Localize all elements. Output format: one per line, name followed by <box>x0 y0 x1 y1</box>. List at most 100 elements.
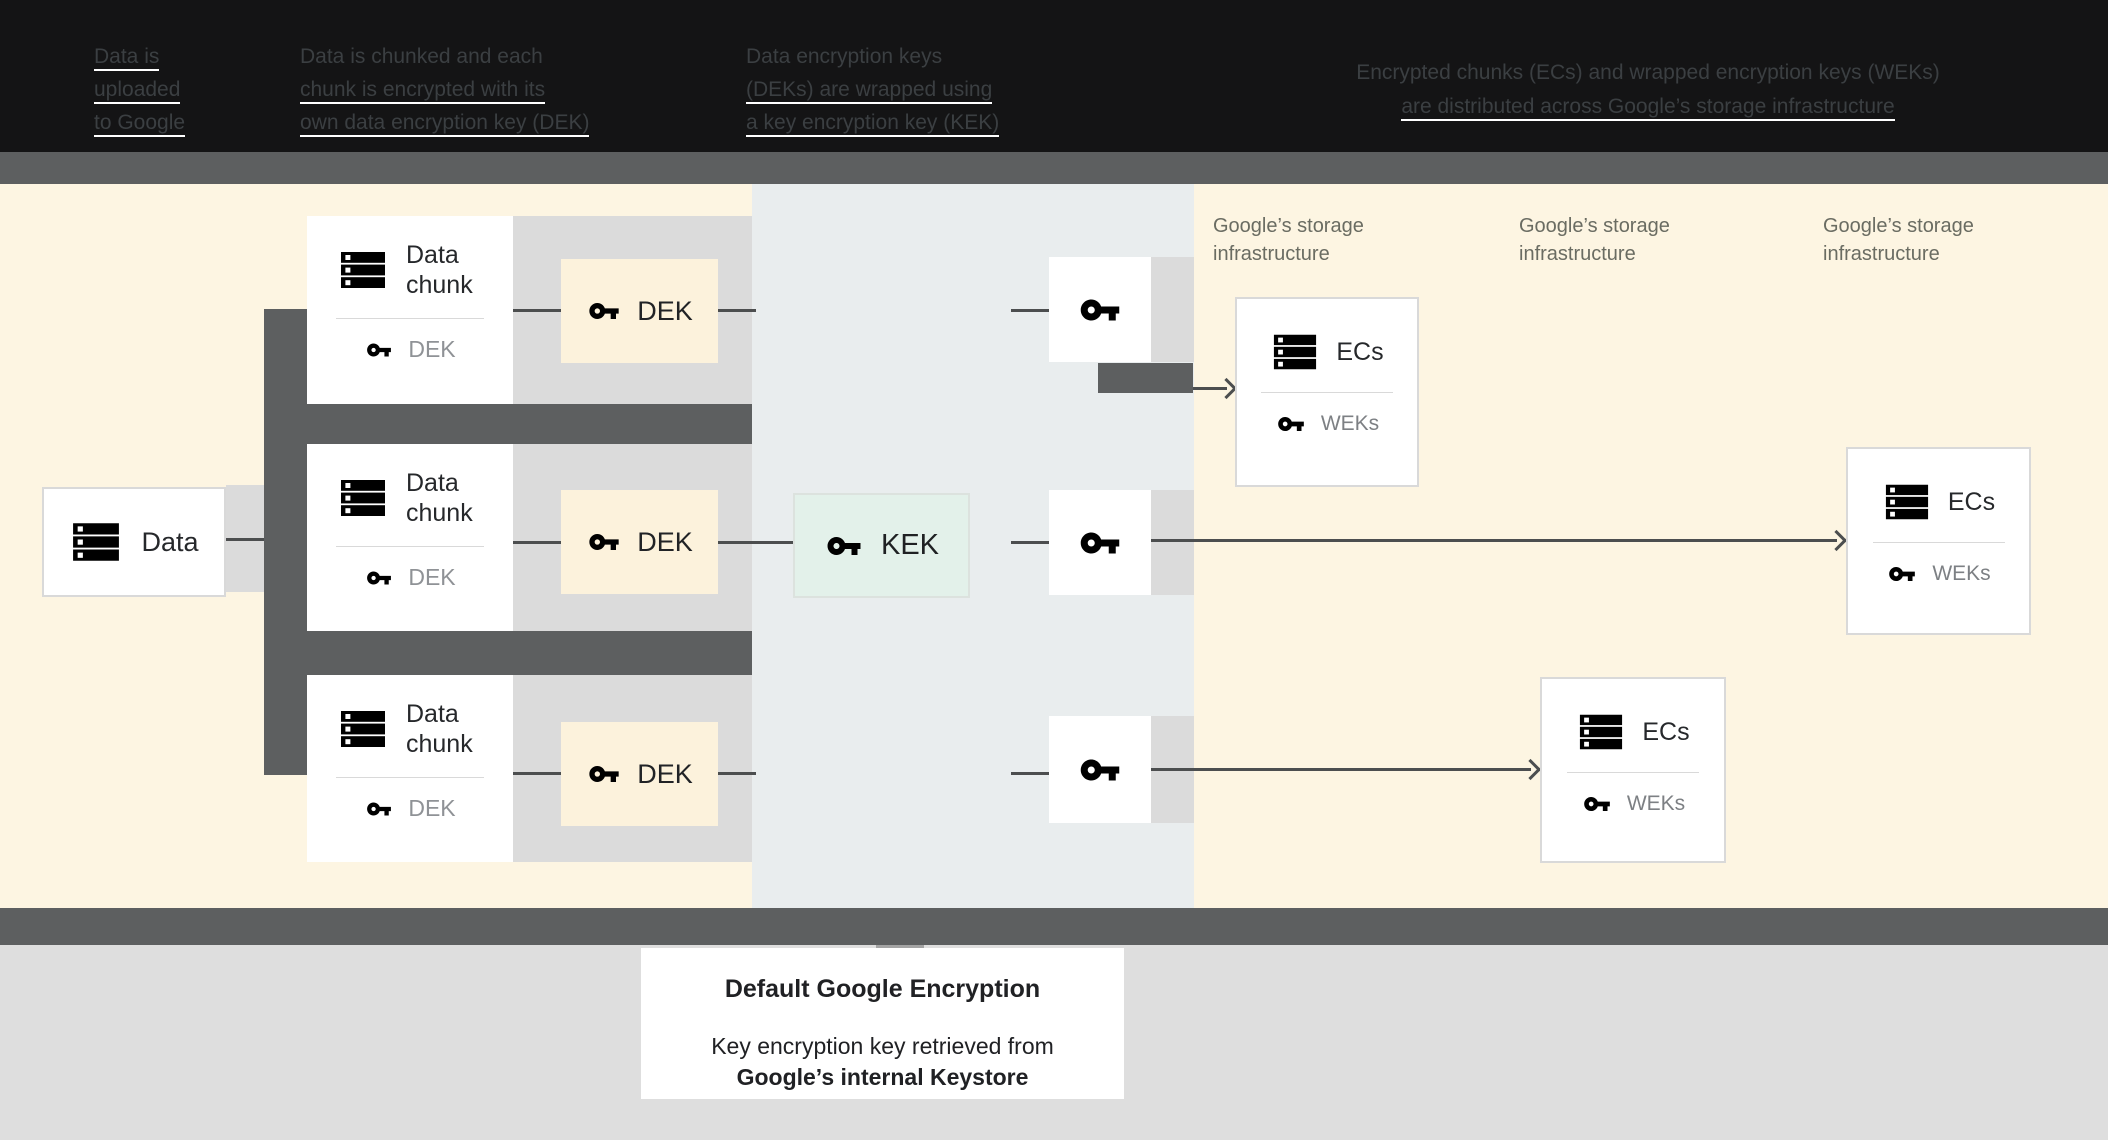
ecs-box: ECs WEKs <box>1235 297 1419 487</box>
header-line: Data is <box>94 40 244 73</box>
key1-band <box>1151 257 1194 362</box>
dek-box: DEK <box>561 490 718 594</box>
ecs-box: ECs WEKs <box>1540 677 1726 863</box>
wrapped-key-box <box>1049 257 1151 362</box>
dek-small-label: DEK <box>408 795 456 821</box>
data-box-label: Data <box>141 526 199 557</box>
data-box: Data <box>42 487 226 597</box>
key-icon <box>1077 289 1123 331</box>
connector-line <box>1011 309 1049 312</box>
header-line: Data encryption keys <box>746 40 1076 73</box>
data-chunk-box: Data chunk DEK <box>307 675 513 862</box>
storage-label-line: Google’s storage <box>1823 215 1974 237</box>
header-text: Encrypted chunks (ECs) and wrapped encry… <box>1356 61 1940 84</box>
data-chunk-box: Data chunk DEK <box>307 444 513 631</box>
weks-label: WEKs <box>1626 792 1686 815</box>
connector-line <box>718 541 793 544</box>
connector-line <box>513 772 561 775</box>
caption-line-bold: Google’s internal Keystore <box>736 1064 1029 1090</box>
header-link-text[interactable]: Data is <box>94 45 160 71</box>
key-icon <box>1077 522 1123 564</box>
caption-box: Default Google Encryption Key encryption… <box>641 948 1124 1099</box>
connector-line <box>226 538 264 541</box>
ecs-label: ECs <box>1642 717 1690 746</box>
dek-box: DEK <box>561 722 718 826</box>
header-text: Data encryption keys <box>746 45 943 68</box>
divider <box>1261 392 1393 393</box>
header-link-text[interactable]: (DEKs) are wrapped using <box>746 78 993 104</box>
connector-line <box>513 309 561 312</box>
weks-label: WEKs <box>1932 562 1991 585</box>
header-line: Encrypted chunks (ECs) and wrapped encry… <box>1318 56 1978 90</box>
kek-label: KEK <box>880 529 940 561</box>
storage-icon <box>336 474 390 522</box>
wrapped-key-bar <box>1098 363 1193 393</box>
dek-box: DEK <box>561 259 718 363</box>
key-icon <box>1581 790 1613 818</box>
header-text: Data is chunked and each <box>300 45 543 68</box>
arrow-line-to-ecs1 <box>1193 387 1227 390</box>
key-icon <box>364 796 394 822</box>
ecs-label: ECs <box>1947 487 1996 516</box>
header-link-text[interactable]: are distributed across Google’s storage … <box>1401 95 1895 121</box>
wrapped-key-box <box>1049 716 1151 823</box>
storage-label-line: infrastructure <box>1823 243 1940 265</box>
key-icon <box>586 526 622 558</box>
header-strip: Data is uploaded to Google Data is chunk… <box>0 0 2108 152</box>
connector-line <box>1011 541 1049 544</box>
header-link-text[interactable]: own data encryption key (DEK) <box>300 111 590 137</box>
divider <box>336 318 484 319</box>
data-chunk-box: Data chunk DEK <box>307 216 513 404</box>
storage-infrastructure-label: Google’s storage infrastructure <box>1519 212 1670 268</box>
key2-band <box>1151 490 1194 595</box>
header-line: (DEKs) are wrapped using <box>746 73 1076 106</box>
weks-label: WEKs <box>1320 412 1380 435</box>
connector-line <box>718 309 756 312</box>
header-line: Data is chunked and each <box>300 40 630 73</box>
header-line: are distributed across Google’s storage … <box>1318 90 1978 124</box>
data-chunk-label: Data chunk <box>406 241 473 299</box>
kek-box: KEK <box>793 493 970 598</box>
dek-label: DEK <box>637 758 693 789</box>
caption-spacer <box>641 1004 1124 1031</box>
divider <box>336 777 484 778</box>
ecs-box: ECs WEKs <box>1846 447 2031 635</box>
storage-icon <box>69 517 123 567</box>
storage-label-line: infrastructure <box>1519 243 1636 265</box>
data-chunk-label: Data chunk <box>406 700 473 758</box>
header-step-2: Data is chunked and each chunk is encryp… <box>300 40 630 139</box>
data-chunk-label: Data chunk <box>406 469 473 527</box>
key-icon <box>1886 560 1918 588</box>
chunk-trunk <box>264 309 307 775</box>
chunk-gap-band-2 <box>264 631 752 675</box>
key-icon <box>824 528 864 564</box>
divider <box>1872 542 2005 543</box>
key-icon <box>364 337 394 363</box>
header-link-text[interactable]: uploaded <box>94 78 181 104</box>
header-link-text[interactable]: a key encryption key (KEK) <box>746 111 1000 137</box>
key-icon <box>586 295 622 327</box>
ecs-label: ECs <box>1336 337 1384 366</box>
storage-icon <box>1576 709 1626 755</box>
divider <box>336 546 484 547</box>
header-line: chunk is encrypted with its <box>300 73 630 106</box>
connector-line <box>1011 772 1049 775</box>
arrow-line-to-ecs2 <box>1151 539 1837 542</box>
header-link-text[interactable]: to Google <box>94 111 186 137</box>
key-icon <box>364 565 394 591</box>
storage-icon <box>336 705 390 753</box>
caption-line: Key encryption key retrieved from <box>711 1033 1054 1059</box>
dek-small-label: DEK <box>408 336 456 362</box>
dek-label: DEK <box>637 295 693 326</box>
storage-label-line: infrastructure <box>1213 243 1330 265</box>
wrapped-key-box <box>1049 490 1151 595</box>
header-line: uploaded <box>94 73 244 106</box>
key-icon <box>586 758 622 790</box>
bottom-frame-bar <box>0 908 2108 945</box>
header-link-text[interactable]: chunk is encrypted with its <box>300 78 546 104</box>
caption-title: Default Google Encryption <box>724 975 1041 1003</box>
storage-icon <box>336 246 390 294</box>
header-step-1: Data is uploaded to Google <box>94 40 244 139</box>
connector-line <box>718 772 756 775</box>
